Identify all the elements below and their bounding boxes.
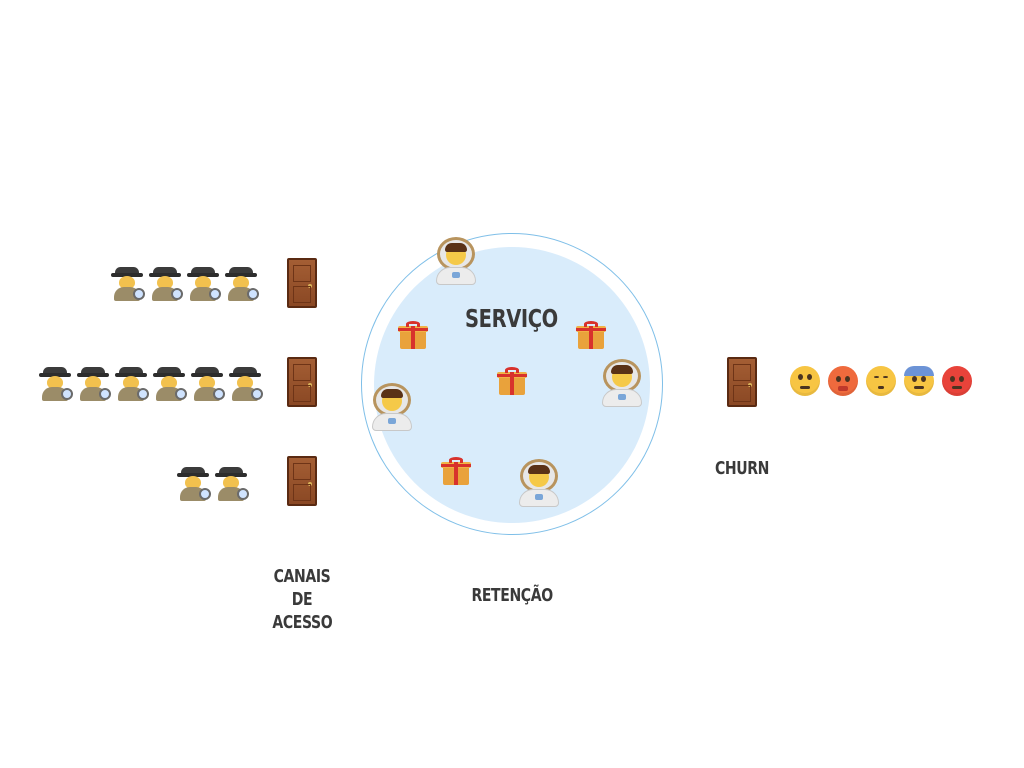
astronaut-icon [369,383,415,433]
relieved-sigh-face-icon [866,366,896,396]
visitor-row-3 [176,464,249,502]
retention-label: RETENÇÃO [471,585,553,606]
gift-icon [576,321,606,349]
door-icon [287,357,317,407]
gift-icon [441,457,471,485]
angry-face-icon [942,366,972,396]
gift-icon [398,321,428,349]
detective-icon [228,364,263,402]
detective-icon [214,464,249,502]
astronaut-icon [516,459,562,509]
detective-icon [224,264,259,302]
detective-icon [148,264,183,302]
service-label: SERVIÇO [464,304,558,333]
visitor-row-2 [38,364,263,402]
channels-label-line: DE [291,589,313,610]
detective-icon [190,364,225,402]
churn-label: CHURN [714,458,770,479]
detective-icon [110,264,145,302]
gift-icon [497,367,527,395]
detective-icon [152,364,187,402]
channels-label-line: CANAIS [273,566,331,587]
service-circle-outline [361,233,663,535]
detective-icon [76,364,111,402]
astronaut-icon [433,237,479,287]
detective-icon [176,464,211,502]
detective-icon [186,264,221,302]
channels-label: CANAIS DE ACESSO [272,565,333,634]
channels-label-line: ACESSO [272,612,333,633]
fearful-face-icon [904,366,934,396]
churned-faces [790,366,972,396]
detective-icon [114,364,149,402]
eye-roll-face-icon [790,366,820,396]
door-icon [287,258,317,308]
visitor-row-1 [110,264,259,302]
hot-face-icon [828,366,858,396]
churn-door-icon [727,357,757,407]
detective-icon [38,364,73,402]
door-icon [287,456,317,506]
astronaut-icon [599,359,645,409]
